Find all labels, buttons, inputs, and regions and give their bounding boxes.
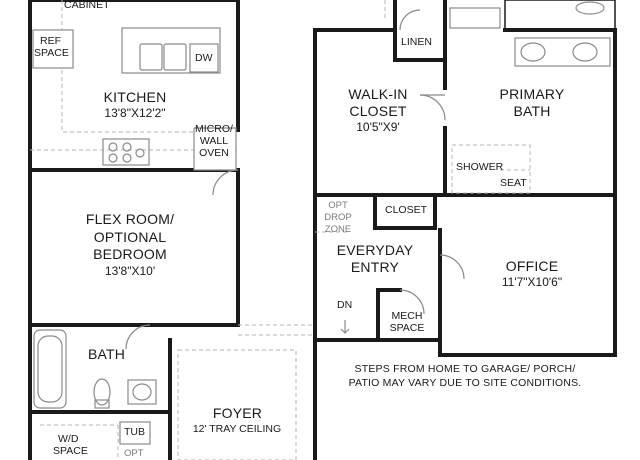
thin-walls bbox=[504, 0, 616, 31]
door-swing-flex bbox=[212, 169, 239, 196]
walkin-label-1: WALK-IN bbox=[348, 86, 408, 102]
door-swing-walkin bbox=[419, 94, 446, 121]
primary-sink-right bbox=[572, 42, 598, 62]
primary-tub-edge bbox=[575, 1, 605, 15]
range-box bbox=[102, 138, 150, 166]
dishwasher-box bbox=[189, 43, 219, 73]
toilet-bowl bbox=[93, 378, 111, 406]
foyer-tray-outline bbox=[177, 349, 297, 460]
foyer-dim: 12' TRAY CEILING bbox=[192, 423, 282, 435]
primary-bath-label-2: BATH bbox=[513, 103, 551, 119]
opt-label: OPT bbox=[124, 448, 144, 459]
door-swing-mech bbox=[399, 289, 425, 315]
micro-label-2: WALL bbox=[199, 135, 229, 147]
bath-label: BATH bbox=[88, 346, 126, 362]
mech-label-1: MECH bbox=[391, 310, 423, 322]
door-swing-office bbox=[439, 254, 465, 280]
primary-vanity bbox=[514, 37, 611, 67]
bath-tub bbox=[33, 329, 67, 409]
flex-dim: 13'8"X10' bbox=[104, 264, 156, 278]
primary-sink-left bbox=[520, 42, 546, 62]
bath-sink-counter bbox=[127, 379, 157, 405]
micro-label-3: OVEN bbox=[199, 147, 229, 159]
burner bbox=[108, 153, 118, 163]
bath-tub-inner bbox=[37, 335, 63, 403]
linen-label: LINEN bbox=[401, 36, 432, 48]
seat-label: SEAT bbox=[500, 177, 527, 189]
burner bbox=[122, 153, 132, 163]
ref-space-label-1: REF bbox=[40, 35, 61, 47]
dn-label: DN bbox=[337, 299, 353, 311]
tub-box bbox=[119, 421, 151, 445]
flex-label-1: FLEX ROOM/ bbox=[85, 211, 175, 227]
kitchen-label: KITCHEN bbox=[103, 89, 167, 105]
primary-vanity-top bbox=[504, 0, 616, 31]
shower-label: SHOWER bbox=[456, 161, 504, 173]
walkin-dim: 10'5"X9' bbox=[356, 120, 400, 134]
steps-note-1: STEPS FROM HOME TO GARAGE/ PORCH/ bbox=[354, 363, 576, 375]
office-label: OFFICE bbox=[505, 258, 559, 274]
primary-bath-label-1: PRIMARY bbox=[499, 86, 565, 102]
ref-space-box bbox=[32, 29, 74, 69]
dn-arrow-head bbox=[340, 328, 350, 334]
wd-label-2: SPACE bbox=[53, 445, 88, 457]
toilet-tank bbox=[94, 399, 110, 409]
closet-label: CLOSET bbox=[384, 204, 427, 216]
ref-space-label-2: SPACE bbox=[34, 47, 69, 59]
sink-basin-left bbox=[139, 43, 163, 71]
burner bbox=[108, 142, 118, 152]
linen-shelf bbox=[449, 7, 501, 29]
tub-label: TUB bbox=[124, 426, 145, 438]
kitchen-dim: 13'8"X12'2" bbox=[104, 106, 166, 120]
mech-label-2: SPACE bbox=[389, 322, 425, 334]
bath-sink-basin bbox=[132, 383, 152, 401]
burner bbox=[135, 148, 145, 158]
kitchen-island bbox=[121, 27, 221, 74]
door-swing-bath bbox=[125, 324, 151, 350]
opt-drop-label-1: OPT bbox=[328, 200, 348, 211]
micro-label-1: MICRO/ bbox=[195, 123, 233, 135]
shower-outline bbox=[451, 144, 531, 194]
flex-label-2: OPTIONAL bbox=[93, 229, 167, 245]
burner bbox=[122, 142, 132, 152]
steps-note-2: PATIO MAY VARY DUE TO SITE CONDITIONS. bbox=[348, 377, 582, 389]
flex-label-3: BEDROOM bbox=[93, 246, 167, 262]
door-swing-linen bbox=[399, 9, 421, 31]
office-dim: 11'7"X10'6" bbox=[501, 275, 563, 289]
fixtures bbox=[32, 1, 611, 445]
walkin-label-2: CLOSET bbox=[349, 103, 407, 119]
cabinet-label: CABINET bbox=[64, 0, 110, 11]
opt-drop-label-3: ZONE bbox=[324, 224, 352, 235]
opt-drop-label-2: DROP bbox=[324, 212, 352, 223]
wd-label-1: W/D bbox=[58, 433, 79, 445]
sink-basin-right bbox=[163, 43, 187, 71]
foyer-label: FOYER bbox=[212, 405, 263, 421]
everyday-entry-label-1: EVERYDAY bbox=[336, 242, 414, 258]
everyday-entry-label-2: ENTRY bbox=[350, 259, 400, 275]
dw-label: DW bbox=[195, 52, 213, 64]
